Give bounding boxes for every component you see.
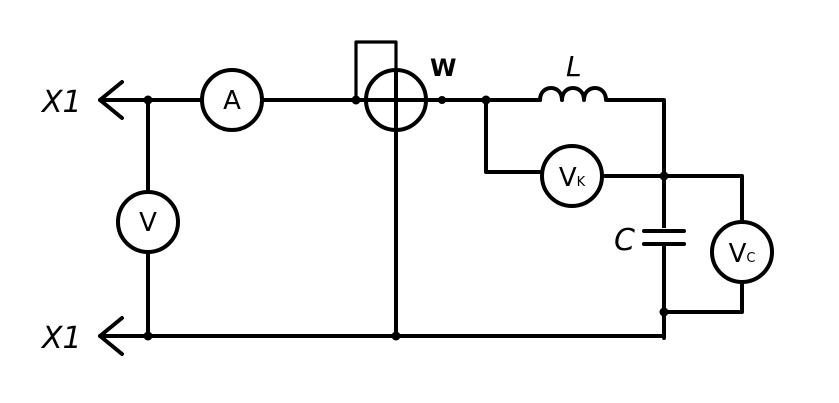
inductor-label: L [566,50,582,83]
junction-vc-bottom [659,307,669,317]
junction-vk-left [481,95,491,105]
junction-bottom-left [143,331,153,341]
wire-wattmeter-loop [354,40,398,102]
voltmeter: V [116,190,180,254]
voltmeter-label: V [139,208,157,238]
coil-voltmeter: VK [540,144,604,208]
terminal-bottom-label: X1 [40,321,82,356]
junction-wattmeter-in [351,95,361,105]
ammeter-label: A [223,86,241,116]
ammeter-circle [200,68,264,132]
capacitor-label: C [614,223,635,258]
cap-voltmeter-circle [710,220,774,284]
terminal-top: X1 [40,80,124,120]
wattmeter-label: W [430,54,456,82]
junction-bottom-wattmeter [391,331,401,341]
wire-inductor-to-right [606,98,666,340]
wire-vc-top [662,174,744,222]
cap-voltmeter: VC [710,220,774,284]
coil-voltmeter-circle [540,144,604,208]
wire-vc-bottom [662,280,744,314]
wattmeter: W [364,54,456,132]
terminal-top-label: X1 [40,85,82,120]
cap-voltmeter-sub: C [746,251,755,266]
coil-voltmeter-sub: K [577,175,586,190]
inductor: L [538,50,608,102]
ammeter: A [200,68,264,132]
voltmeter-circle [116,190,180,254]
coil-voltmeter-main: V [559,163,577,193]
capacitor: C [614,223,688,258]
junction-wattmeter-out [438,96,446,104]
terminal-bottom: X1 [40,316,124,356]
coil-voltmeter-label: VK [559,163,586,193]
cap-voltmeter-main: V [729,239,747,269]
junction-vk-right [659,171,669,181]
junctions [143,95,669,341]
cap-voltmeter-label: VC [729,239,756,269]
inductor-coil [538,86,608,102]
wire-vk-branch [484,98,544,174]
junction-top-left [143,95,153,105]
